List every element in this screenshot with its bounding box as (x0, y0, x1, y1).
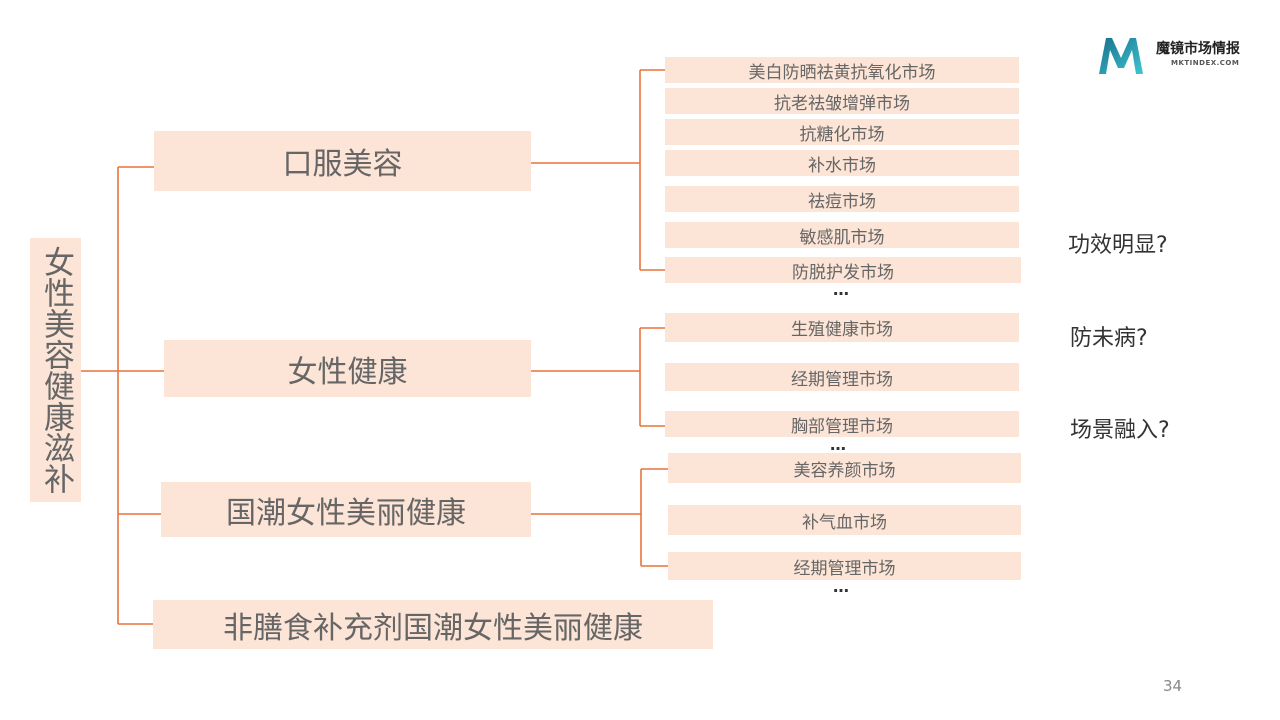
root-label: 女性美容健康滋补 (38, 246, 74, 494)
leaf-item: 敏感肌市场 (665, 222, 1019, 248)
logo-domain: MKTINDEX.COM (1171, 59, 1240, 67)
leaf-item: 抗糖化市场 (665, 119, 1019, 145)
leaf-label: 胸部管理市场 (791, 416, 893, 437)
logo-name: 魔镜市场情报 (1156, 41, 1240, 57)
leaf-item: 防脱护发市场 (665, 257, 1021, 283)
more-ellipsis: … (833, 280, 850, 299)
leaf-item: 美白防晒祛黄抗氧化市场 (665, 57, 1019, 83)
leaf-label: 美容养颜市场 (793, 460, 896, 481)
leaf-item: 经期管理市场 (668, 552, 1021, 580)
branch-female-health: 女性健康 (164, 340, 531, 397)
branch-label: 国潮女性美丽健康 (226, 495, 466, 531)
leaf-item: 美容养颜市场 (668, 453, 1021, 483)
leaf-item: 经期管理市场 (665, 363, 1019, 391)
leaf-item: 胸部管理市场 (665, 411, 1019, 437)
leaf-label: 祛痘市场 (808, 191, 876, 212)
leaf-label: 经期管理市场 (793, 558, 896, 579)
leaf-label: 经期管理市场 (791, 369, 893, 390)
branch-label: 女性健康 (287, 354, 408, 390)
more-ellipsis: … (830, 435, 847, 454)
branch-guochao-beauty: 国潮女性美丽健康 (161, 482, 531, 537)
leaf-item: 补气血市场 (668, 505, 1021, 535)
leaf-item: 生殖健康市场 (665, 313, 1019, 342)
leaf-label: 敏感肌市场 (799, 227, 885, 248)
note-efficacy: 功效明显? (1068, 233, 1168, 258)
leaf-item: 祛痘市场 (665, 186, 1019, 212)
page-number: 34 (1163, 677, 1183, 695)
note-prevention: 防未病? (1070, 326, 1148, 351)
m-logo-icon (1099, 38, 1143, 74)
leaf-label: 防脱护发市场 (792, 262, 894, 283)
leaf-label: 补水市场 (808, 155, 876, 176)
branch-label: 口服美容 (282, 147, 403, 182)
leaf-label: 抗老祛皱增弹市场 (774, 93, 910, 114)
more-ellipsis: … (833, 577, 850, 596)
branch-non-dietary-guochao: 非膳食补充剂国潮女性美丽健康 (153, 600, 713, 649)
leaf-label: 抗糖化市场 (799, 124, 885, 145)
leaf-label: 生殖健康市场 (791, 320, 893, 340)
leaf-label: 补气血市场 (802, 512, 887, 533)
branch-oral-beauty: 口服美容 (154, 131, 531, 191)
leaf-item: 抗老祛皱增弹市场 (665, 88, 1019, 114)
note-scenario: 场景融入? (1070, 418, 1170, 443)
leaf-item: 补水市场 (665, 150, 1019, 176)
leaf-label: 美白防晒祛黄抗氧化市场 (748, 62, 936, 83)
branch-label: 非膳食补充剂国潮女性美丽健康 (223, 610, 643, 646)
root-node: 女性美容健康滋补 (30, 238, 81, 502)
